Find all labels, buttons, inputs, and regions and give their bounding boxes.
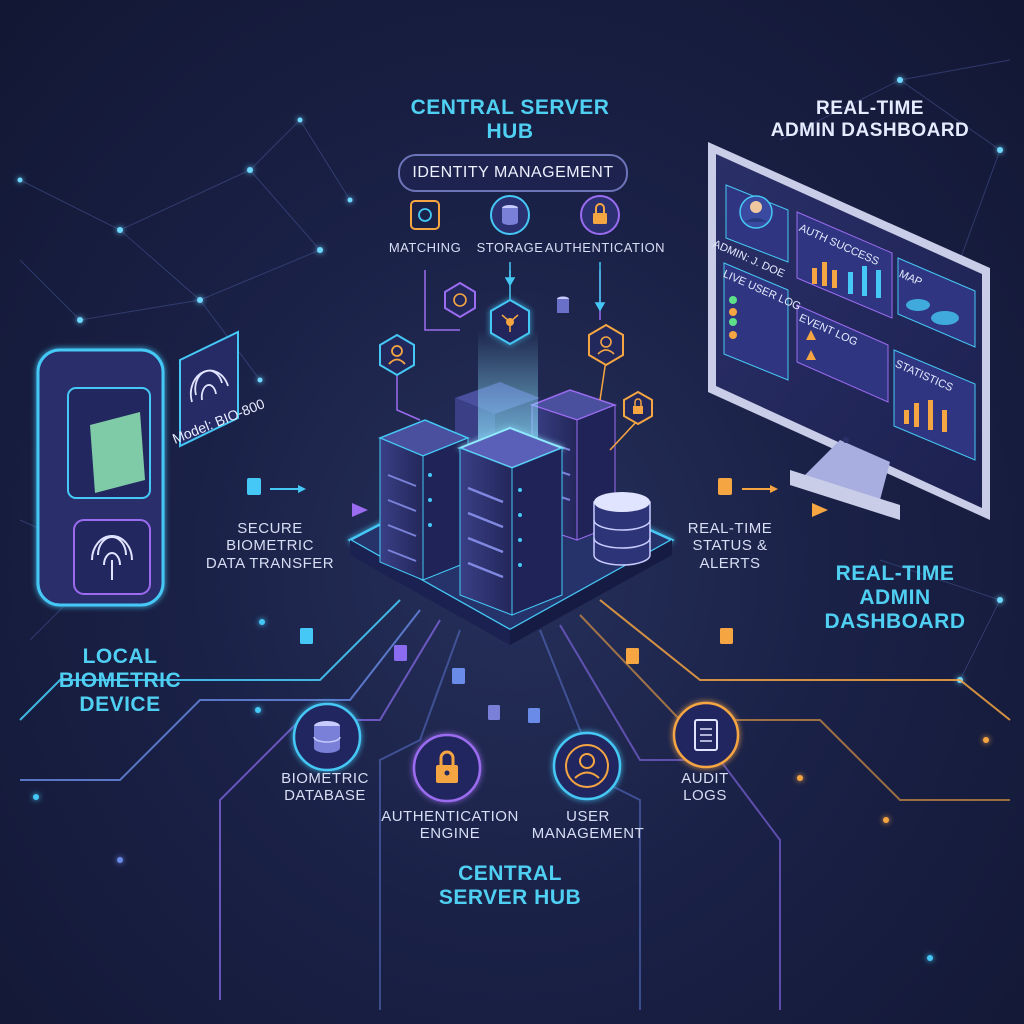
lock-icon (581, 196, 619, 234)
module-label-biometric-database: BIOMETRIC DATABASE (250, 770, 400, 805)
module-label-audit-logs: AUDIT LOGS (660, 770, 750, 805)
database-cylinder (594, 492, 650, 565)
hex-icon-lock (624, 392, 652, 424)
user-module-icon (554, 733, 620, 799)
server-rack-main (460, 330, 562, 615)
hex-icon-face-scan (445, 283, 475, 317)
hex-icon-admin (589, 325, 623, 365)
secure-transfer-label: SECURE BIOMETRIC DATA TRANSFER (180, 520, 360, 572)
database-icon (491, 196, 529, 234)
document-module-icon (674, 703, 738, 767)
lock-module-icon (414, 735, 480, 801)
dashboard-title-top: REAL-TIME ADMIN DASHBOARD (745, 98, 995, 142)
database-module-icon (294, 704, 360, 770)
function-label-storage: STORAGE (470, 241, 550, 256)
secure-transfer-arrow (165, 478, 368, 517)
hex-icon-user (380, 335, 414, 375)
function-label-matching: MATCHING (375, 241, 475, 256)
hub-bottom-title: CENTRAL SERVER HUB (400, 862, 620, 910)
status-alerts-label: REAL-TIME STATUS & ALERTS (665, 520, 795, 572)
down-arrow-icon (506, 262, 604, 310)
device-title: LOCAL BIOMETRIC DEVICE (30, 645, 210, 717)
dashboard-title-side: REAL-TIME ADMIN DASHBOARD (800, 562, 990, 634)
face-scan-icon (411, 201, 439, 229)
biometric-device (38, 350, 163, 605)
circuit-traces-right (540, 600, 1010, 1010)
function-label-authentication: AUTHENTICATION (540, 241, 670, 256)
module-label-authentication-engine: AUTHENTICATION ENGINE (370, 808, 530, 843)
hex-icon-db-small (557, 297, 569, 314)
module-label-user-management: USER MANAGEMENT (518, 808, 658, 843)
hex-icon-network (491, 300, 529, 344)
server-rack-left (380, 420, 468, 580)
identity-management-pill: IDENTITY MANAGEMENT (398, 154, 628, 192)
hub-title: CENTRAL SERVER HUB (390, 96, 630, 144)
